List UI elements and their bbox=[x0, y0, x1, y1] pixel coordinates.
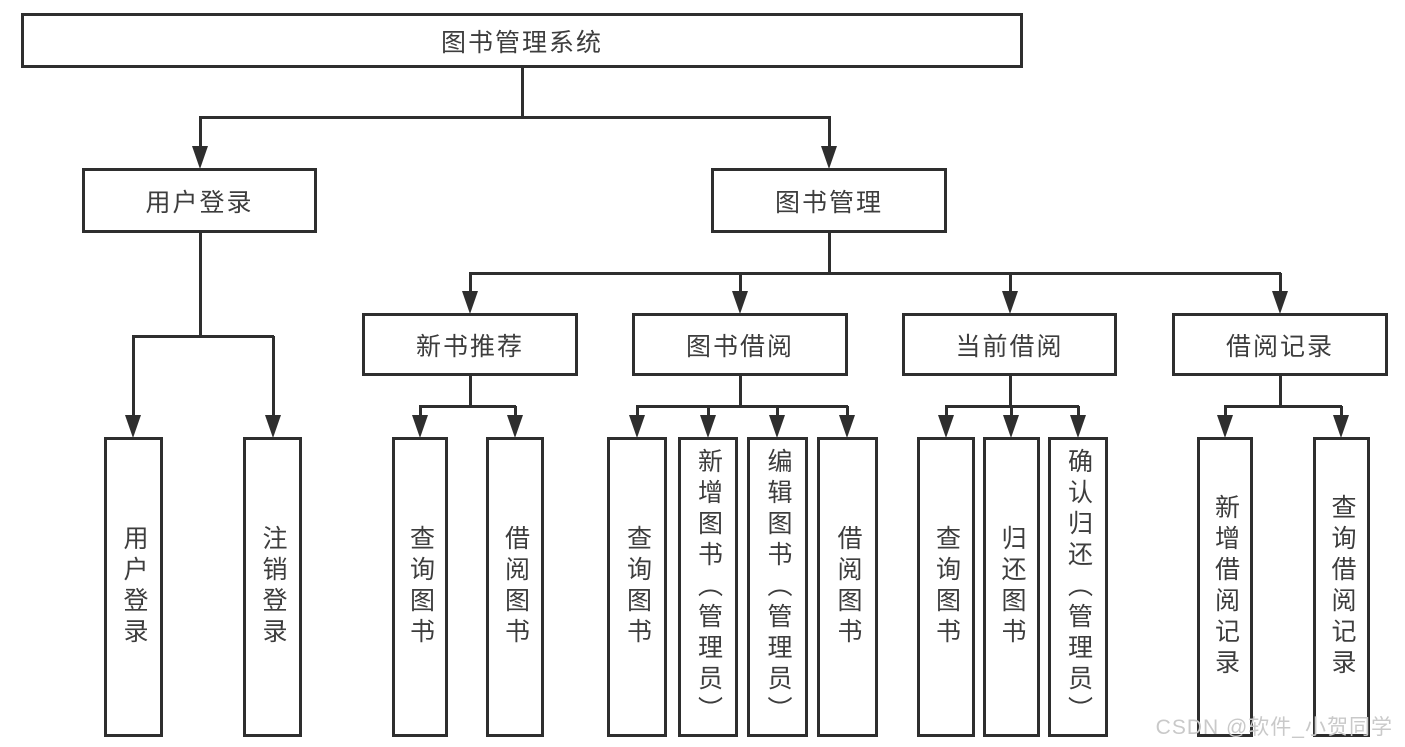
leaf-recommend-borrow-books-label: 借阅图书 bbox=[501, 525, 530, 649]
connector-line bbox=[1009, 376, 1012, 407]
connector-line bbox=[199, 233, 202, 337]
connector-line bbox=[199, 116, 831, 119]
leaf-records-query-record: 查询借阅记录 bbox=[1313, 437, 1370, 737]
leaf-records-add-record-label: 新增借阅记录 bbox=[1211, 494, 1240, 680]
leaf-borrowing-edit-books-admin: 编辑图书（管理员） bbox=[747, 437, 808, 737]
leaf-current-confirm-return-admin-label: 确认归还（管理员） bbox=[1064, 447, 1093, 727]
node-current-borrowing-label: 当前借阅 bbox=[955, 332, 1064, 361]
arrow-down-icon bbox=[1272, 273, 1288, 314]
leaf-recommend-query-books-label: 查询图书 bbox=[406, 525, 435, 649]
leaf-records-query-record-label: 查询借阅记录 bbox=[1328, 494, 1356, 680]
node-book-borrowing-label: 图书借阅 bbox=[685, 332, 794, 361]
leaf-borrowing-query-books: 查询图书 bbox=[607, 437, 667, 737]
arrow-down-icon bbox=[265, 336, 281, 438]
leaf-logout: 注销登录 bbox=[243, 437, 302, 737]
connector-line bbox=[739, 376, 742, 407]
leaf-borrowing-borrow-books-label: 借阅图书 bbox=[834, 525, 862, 649]
arrow-down-icon bbox=[732, 273, 748, 314]
arrow-down-icon bbox=[1003, 406, 1019, 438]
node-user-login-label: 用户登录 bbox=[145, 188, 254, 217]
leaf-current-query-books: 查询图书 bbox=[917, 437, 975, 737]
arrow-down-icon bbox=[1217, 406, 1233, 438]
leaf-borrowing-borrow-books: 借阅图书 bbox=[817, 437, 878, 737]
connector-line bbox=[828, 233, 831, 274]
arrow-down-icon bbox=[769, 406, 785, 438]
leaf-recommend-borrow-books: 借阅图书 bbox=[486, 437, 544, 737]
connector-line bbox=[1279, 376, 1282, 407]
leaf-user-login-label: 用户登录 bbox=[120, 525, 148, 649]
leaf-user-login: 用户登录 bbox=[104, 437, 163, 737]
arrow-down-icon bbox=[192, 117, 208, 169]
node-user-login: 用户登录 bbox=[82, 168, 317, 233]
leaf-borrowing-edit-books-admin-label: 编辑图书（管理员） bbox=[764, 447, 792, 727]
leaf-current-return-books: 归还图书 bbox=[983, 437, 1040, 737]
node-book-management: 图书管理 bbox=[711, 168, 947, 233]
arrow-down-icon bbox=[412, 406, 428, 438]
arrow-down-icon bbox=[1070, 406, 1086, 438]
node-new-book-recommend-label: 新书推荐 bbox=[415, 332, 524, 361]
connector-line bbox=[521, 68, 524, 117]
arrow-down-icon bbox=[839, 406, 855, 438]
connector-line bbox=[469, 272, 1281, 275]
node-root-system-label: 图书管理系统 bbox=[440, 28, 603, 57]
node-current-borrowing: 当前借阅 bbox=[902, 313, 1117, 376]
node-borrowing-records-label: 借阅记录 bbox=[1225, 332, 1334, 361]
arrow-down-icon bbox=[938, 406, 954, 438]
arrow-down-icon bbox=[700, 406, 716, 438]
leaf-records-add-record: 新增借阅记录 bbox=[1197, 437, 1253, 737]
arrow-down-icon bbox=[1002, 273, 1018, 314]
csdn-watermark: CSDN @软件_小贺同学 bbox=[1155, 716, 1393, 739]
leaf-recommend-query-books: 查询图书 bbox=[392, 437, 448, 737]
node-new-book-recommend: 新书推荐 bbox=[362, 313, 578, 376]
connector-line bbox=[636, 405, 848, 408]
leaf-current-return-books-label: 归还图书 bbox=[998, 525, 1026, 649]
arrow-down-icon bbox=[629, 406, 645, 438]
arrow-down-icon bbox=[125, 336, 141, 438]
arrow-down-icon bbox=[821, 117, 837, 169]
connector-line bbox=[419, 405, 516, 408]
node-book-management-label: 图书管理 bbox=[774, 188, 883, 217]
leaf-current-confirm-return-admin: 确认归还（管理员） bbox=[1048, 437, 1108, 737]
leaf-current-query-books-label: 查询图书 bbox=[932, 525, 961, 649]
node-book-borrowing: 图书借阅 bbox=[632, 313, 848, 376]
arrow-down-icon bbox=[462, 273, 478, 314]
connector-line bbox=[469, 376, 472, 407]
connector-line bbox=[132, 335, 274, 338]
arrow-down-icon bbox=[1333, 406, 1349, 438]
leaf-borrowing-add-books-admin-label: 新增图书（管理员） bbox=[694, 447, 723, 727]
node-root-system: 图书管理系统 bbox=[21, 13, 1023, 68]
leaf-borrowing-query-books-label: 查询图书 bbox=[623, 525, 652, 649]
leaf-borrowing-add-books-admin: 新增图书（管理员） bbox=[678, 437, 738, 737]
arrow-down-icon bbox=[507, 406, 523, 438]
connector-line bbox=[1224, 405, 1342, 408]
leaf-logout-label: 注销登录 bbox=[259, 525, 287, 649]
node-borrowing-records: 借阅记录 bbox=[1172, 313, 1388, 376]
